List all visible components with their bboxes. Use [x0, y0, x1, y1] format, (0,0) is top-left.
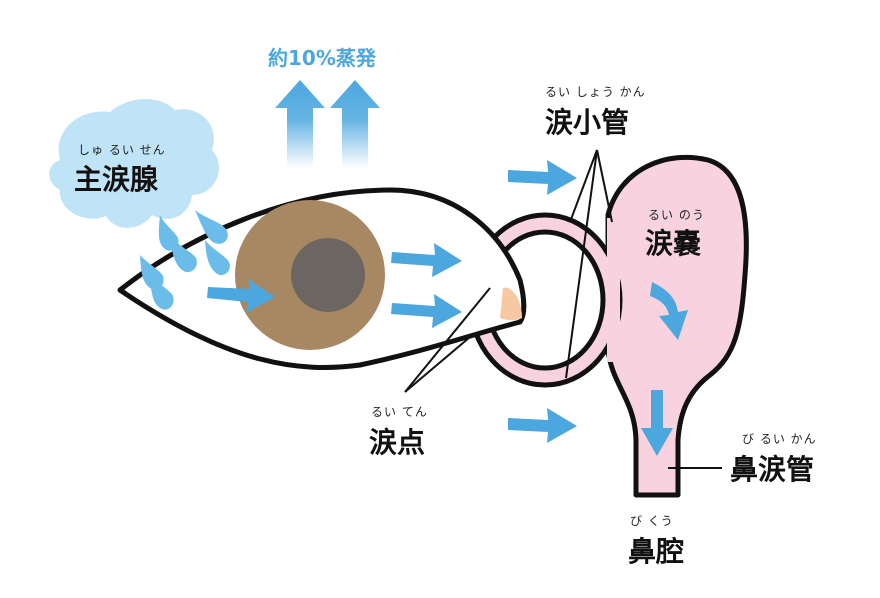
- arrow-across-eye-upper: [391, 243, 462, 277]
- lacrimal-gland-label: 主涙腺: [74, 163, 159, 196]
- arrow-down-duct: [641, 390, 673, 456]
- punctum-label: 涙点: [369, 426, 426, 459]
- lacrimal-gland-ruby: しゅ るい せん: [78, 143, 166, 157]
- nasal-cavity-ruby: び くう: [630, 514, 674, 528]
- canaliculus-label: 涙小管: [545, 106, 630, 139]
- evaporation-arrows: [275, 80, 380, 168]
- lacrimal-sac-label: 涙嚢: [645, 227, 702, 260]
- caruncle: [500, 287, 522, 321]
- nasal-cavity-label: 鼻腔: [628, 535, 685, 568]
- evaporation-label: 約10%蒸発: [268, 46, 376, 70]
- arrow-to-canaliculus-upper: [508, 160, 577, 195]
- arrow-across-eye-lower: [391, 294, 462, 328]
- lacrimal-gland: [49, 98, 220, 228]
- arrow-to-canaliculus-lower: [508, 408, 577, 443]
- leader-lines: [404, 149, 722, 469]
- tear-drops: [140, 210, 230, 310]
- flow-arrows: [207, 160, 688, 456]
- nasolacrimal-duct-label: 鼻涙管: [730, 453, 815, 486]
- arrow-in-sac-curved: [650, 282, 688, 340]
- canaliculus-ruby: るい しょう かん: [545, 85, 646, 99]
- punctum-ruby: るい てん: [371, 405, 428, 419]
- lacrimal-sac-ruby: るい のう: [648, 208, 705, 222]
- arrow-gland-to-eye: [207, 279, 275, 313]
- nasolacrimal-duct-ruby: び るい かん: [742, 432, 817, 446]
- pupil: [291, 238, 365, 312]
